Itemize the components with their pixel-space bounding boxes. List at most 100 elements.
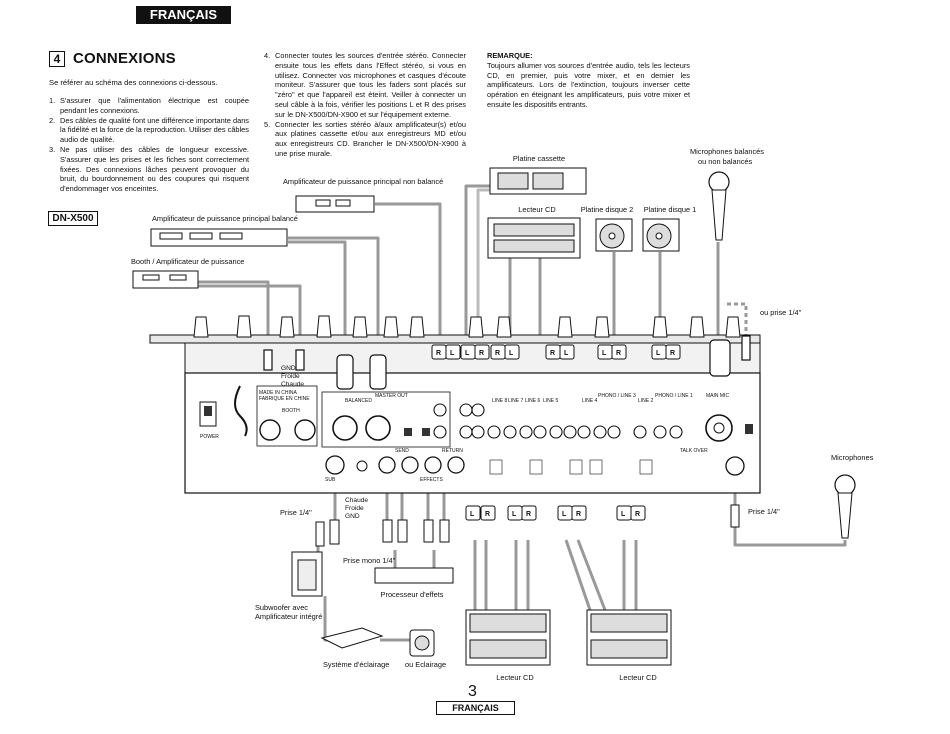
- plugs-bottom: [465, 505, 646, 521]
- label-froide-2: Froide: [345, 505, 364, 512]
- cable: [576, 539, 607, 611]
- panel-label: LINE 2: [638, 398, 654, 404]
- plug-label: R: [670, 350, 675, 357]
- amp-balanced: [150, 228, 288, 247]
- main-mic-jack[interactable]: [705, 414, 733, 442]
- cable: [288, 236, 380, 355]
- panel-label: BOOTH: [282, 408, 300, 414]
- plug-label: R: [485, 511, 490, 518]
- panel-label: LINE 7: [508, 398, 524, 404]
- sub-plug: [329, 519, 340, 545]
- knob: [316, 315, 332, 338]
- label-subwoofer: Subwoofer avec: [255, 603, 308, 612]
- plug-label: R: [635, 511, 640, 518]
- knob: [652, 316, 668, 338]
- label-microphones: Microphones: [831, 453, 874, 462]
- effect-plug: [397, 519, 408, 543]
- knob: [236, 315, 252, 338]
- label-lecteur-cd-bottom-2: Lecteur CD: [619, 673, 657, 682]
- panel-label: LINE 4: [582, 398, 598, 404]
- booth-jack-r[interactable]: [259, 419, 281, 441]
- step-item: 5.Connecter les sorties stéréo à/aux amp…: [264, 119, 466, 158]
- label-platine-disque-2: Platine disque 2: [580, 205, 634, 214]
- remark-text: Toujours allumer vos sources d'entrée au…: [487, 60, 690, 109]
- cable: [564, 539, 592, 611]
- plugs-top: [431, 344, 681, 360]
- panel-label: MASTER OUT: [375, 393, 408, 399]
- effect-return-r[interactable]: [424, 456, 442, 474]
- panel-label: LINE 6: [525, 398, 541, 404]
- microphone-bottom: [834, 474, 856, 539]
- master-out-xlr-l[interactable]: [365, 415, 391, 441]
- step-item: 1.S'assurer que l'alimentation électriqu…: [49, 96, 249, 115]
- panel-label: BALANCED: [345, 398, 372, 404]
- plug-label: R: [616, 350, 621, 357]
- section-title: CONNEXIONS: [73, 50, 176, 67]
- plug-label: R: [436, 350, 441, 357]
- knob: [496, 316, 512, 338]
- plug-label: L: [512, 511, 517, 518]
- panel-label: TALK OVER: [680, 448, 708, 454]
- label-prise-right: Prise 1/4": [748, 507, 780, 516]
- plug-label: L: [602, 350, 607, 357]
- effect-send-r[interactable]: [378, 456, 396, 474]
- section-number: 4: [49, 50, 65, 67]
- label-booth-amp: Booth / Amplificateur de puissance: [131, 257, 245, 266]
- label-chaude: Chaude: [281, 381, 305, 388]
- steps-list-left: 1.S'assurer que l'alimentation électriqu…: [49, 96, 249, 194]
- knob: [409, 316, 425, 338]
- jack-plug: [295, 349, 305, 371]
- label-mic-balanced-2: ou non balancés: [698, 157, 753, 166]
- cable: [464, 184, 490, 338]
- panel-label: PHONO / LINE 3: [598, 393, 636, 399]
- label-mic-balanced: Microphones balancés: [690, 147, 764, 156]
- plug-label: R: [550, 350, 555, 357]
- label-prise-mono: Prise mono 1/4": [343, 556, 396, 565]
- label-lecteur-cd-bottom-1: Lecteur CD: [496, 673, 534, 682]
- remark-block: REMARQUE: Toujours allumer vos sources d…: [487, 51, 690, 110]
- panel-label: LINE 5: [543, 398, 559, 404]
- knob: [725, 316, 741, 338]
- effect-return-l[interactable]: [447, 456, 465, 474]
- plug-label: L: [564, 350, 569, 357]
- power-cord: [234, 385, 248, 437]
- plug-label: L: [621, 511, 626, 518]
- talk-over-jack[interactable]: [725, 456, 745, 476]
- master-out-xlr-r[interactable]: [332, 415, 358, 441]
- effects-processor: [374, 567, 454, 584]
- knob: [352, 316, 368, 338]
- label-amp-balance: Amplificateur de puissance principal bal…: [152, 214, 298, 223]
- knob: [279, 316, 295, 338]
- cable: [476, 188, 490, 340]
- section-heading: 4 CONNEXIONS: [49, 50, 176, 67]
- plug-label: R: [495, 350, 500, 357]
- jack-plug: [730, 504, 740, 528]
- label-processeur: Processeur d'effets: [380, 590, 444, 599]
- knob: [557, 316, 573, 338]
- jack-plug: [315, 521, 325, 547]
- panel-label: MAIN MIC: [706, 393, 729, 399]
- label-froide: Froide: [281, 373, 300, 380]
- sub-jack[interactable]: [325, 455, 345, 475]
- plug-label: L: [562, 511, 567, 518]
- step-item: 2.Des câbles de qualité font une différe…: [49, 115, 249, 145]
- label-subwoofer-2: Amplificateur intégré: [255, 612, 323, 621]
- knob: [594, 316, 610, 338]
- booth-jack-l[interactable]: [294, 419, 316, 441]
- plug-label: R: [479, 350, 484, 357]
- effect-plug: [382, 519, 393, 543]
- label-ou-prise: ou prise 1/4": [760, 308, 802, 317]
- knob: [468, 316, 484, 338]
- label-platine-cassette: Platine cassette: [512, 154, 566, 163]
- step-item: 3.Ne pas utiliser des câbles de longueur…: [49, 144, 249, 194]
- panel-label: SUB: [325, 477, 336, 483]
- knob: [193, 316, 209, 338]
- effect-send-l[interactable]: [401, 456, 419, 474]
- page-number: 3: [468, 683, 477, 700]
- label-gnd: GND: [281, 365, 296, 372]
- cable: [323, 596, 340, 642]
- label-chaude-2: Chaude: [345, 497, 369, 504]
- panel-label: FABRIQUE EN CHINE: [259, 396, 310, 402]
- step-item: 4.Connecter toutes les sources d'entrée …: [264, 51, 466, 119]
- language-tab: FRANÇAIS: [136, 6, 231, 24]
